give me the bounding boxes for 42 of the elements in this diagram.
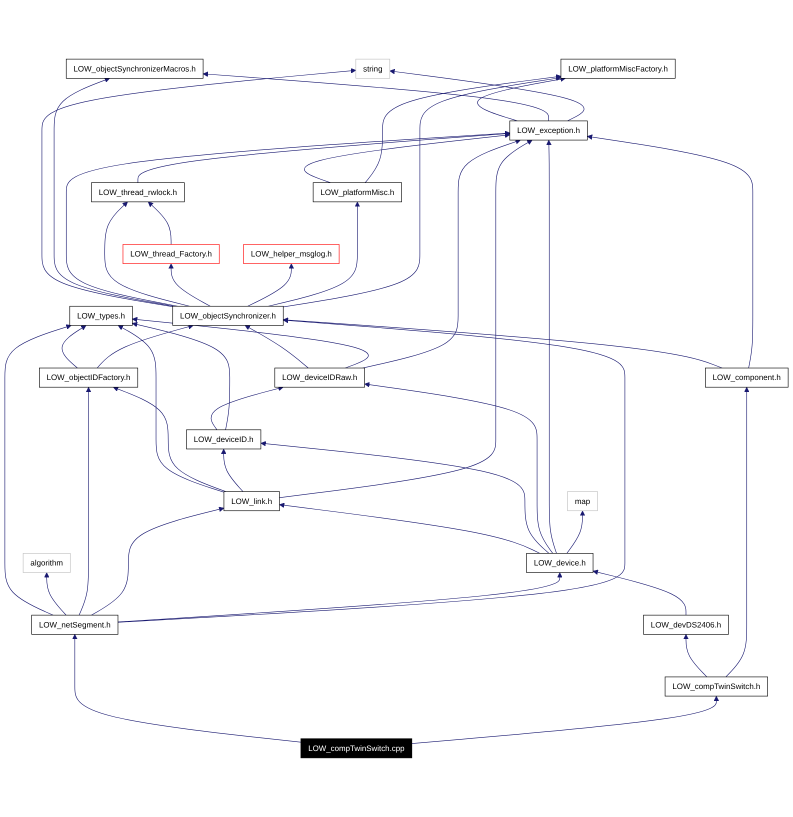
arrow [148,202,172,245]
arrow [202,72,549,122]
arrow [244,325,309,368]
arrow [282,76,562,308]
arrow [54,78,174,307]
arrow [364,382,554,554]
arrow [546,140,557,554]
arrow [364,74,562,183]
arrow [118,572,562,622]
arrow [247,263,294,307]
arrow [113,386,226,492]
arrow [132,322,230,430]
arrow [221,448,244,492]
arrow [725,386,750,678]
arrow [66,130,510,307]
arrow [132,316,369,368]
arrow [104,202,190,307]
arrow [683,634,708,678]
arrow [78,386,92,616]
arrow [362,139,521,368]
arrow [304,132,510,183]
arrow [268,202,360,307]
arrow [210,386,284,430]
arrow [42,68,356,307]
arrow [566,510,586,554]
arrow [412,696,720,744]
arrow [91,506,224,616]
arrow [96,324,194,368]
arrow [390,68,584,122]
arrow [138,131,510,183]
arrow [279,140,532,498]
arrow [118,325,224,492]
arrow [62,325,86,368]
arrow [118,318,626,623]
arrow [592,570,686,616]
arrow [260,441,550,554]
arrow [168,263,211,307]
arrow [279,502,540,554]
arrow [477,76,566,122]
arrow [44,572,66,616]
arrow [587,134,754,368]
arrow [72,634,302,742]
